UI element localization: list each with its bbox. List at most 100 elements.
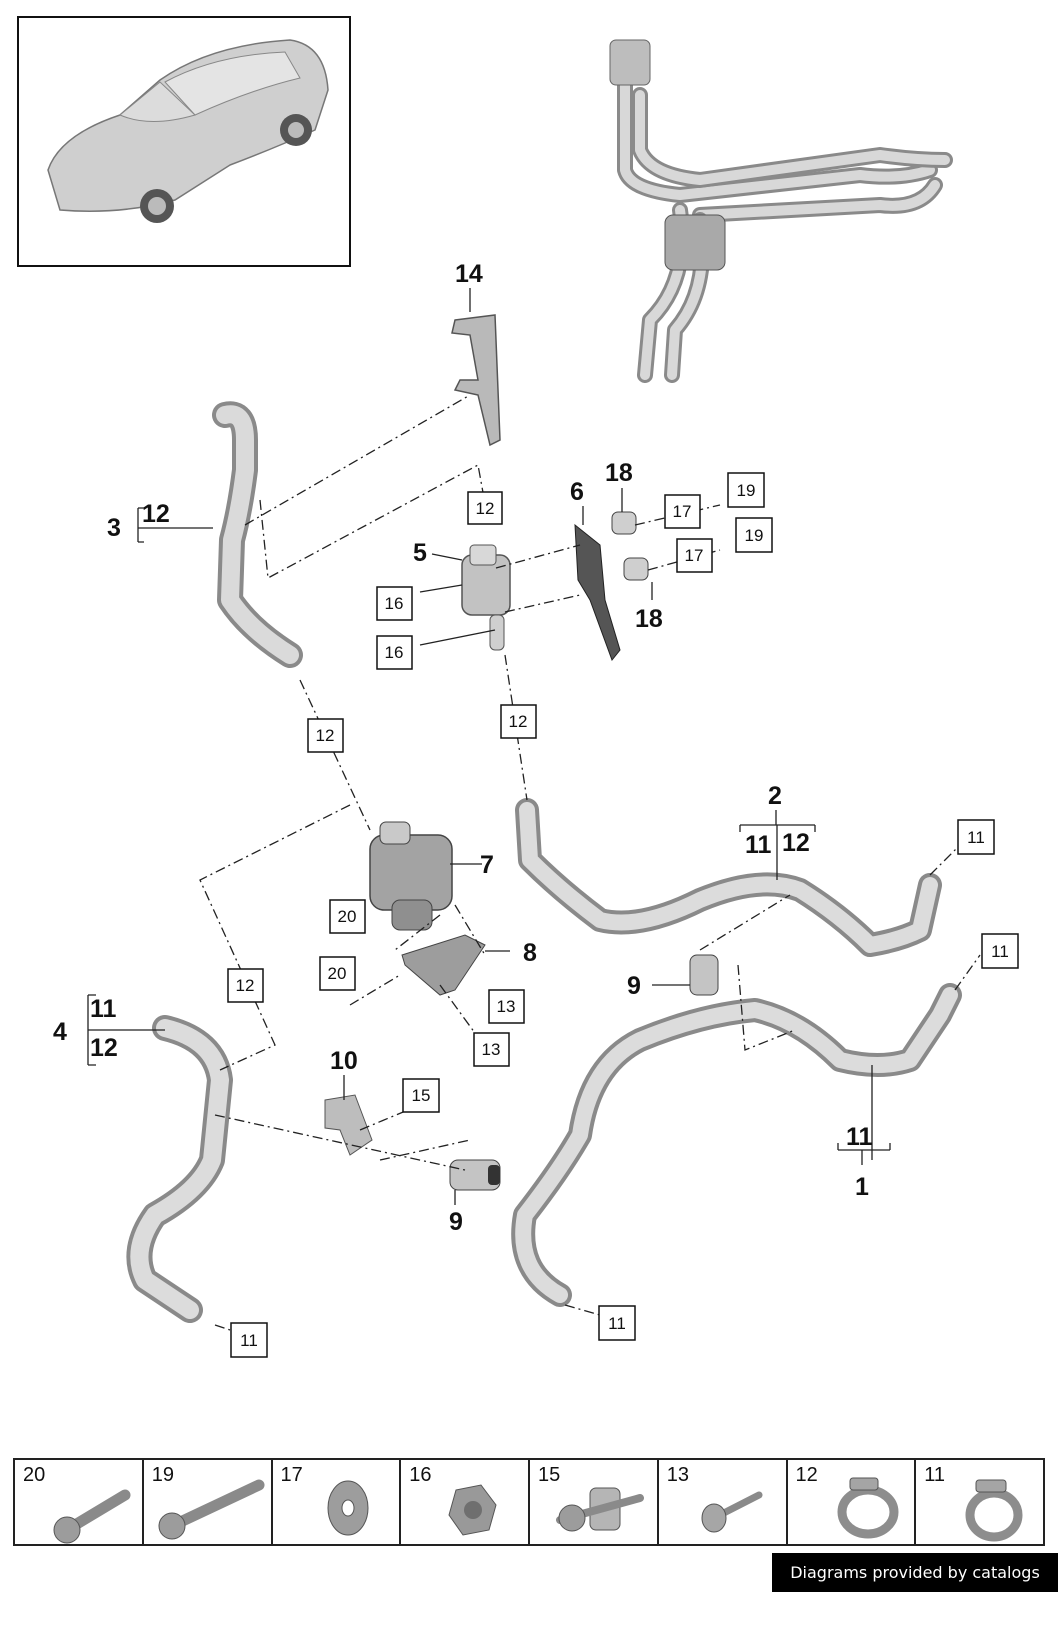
svg-text:19: 19	[745, 526, 764, 545]
svg-text:16: 16	[385, 643, 404, 662]
callout-8: 8	[523, 939, 537, 967]
legend-cell-16: 16	[401, 1460, 530, 1544]
svg-text:13: 13	[482, 1040, 501, 1059]
callout-10: 10	[330, 1047, 358, 1075]
credit-banner: Diagrams provided by catalogs parts	[772, 1553, 1058, 1621]
box-20-b: 20	[319, 956, 356, 991]
callout-1: 1	[855, 1173, 869, 1201]
pipe-3	[212, 401, 303, 668]
callout-14: 14	[455, 260, 483, 288]
callout-4-sub-b: 12	[90, 1034, 118, 1062]
legend-cell-20: 20	[15, 1460, 144, 1544]
legend-number: 20	[23, 1464, 46, 1486]
svg-text:13: 13	[497, 997, 516, 1016]
callout-9-lower: 9	[449, 1208, 463, 1236]
parts-diagram: 14 3 12 5 6 18 18 7 8 2 11 12 9 9 4 11 1…	[17, 16, 1019, 1358]
box-12-left: 12	[307, 718, 344, 753]
hardware-legend: 20 19 17 16 15 13	[13, 1458, 1045, 1546]
svg-text:12: 12	[316, 726, 335, 745]
legend-number: 15	[538, 1464, 561, 1486]
bolt-icon	[53, 1489, 131, 1544]
svg-text:11: 11	[608, 1314, 626, 1333]
callout-7: 7	[480, 851, 494, 879]
valve-5	[461, 544, 511, 651]
callout-4-sub-a: 11	[90, 995, 117, 1023]
screw-clip-icon	[556, 1487, 644, 1532]
svg-text:11: 11	[991, 942, 1009, 961]
svg-text:11: 11	[240, 1331, 258, 1350]
upper-pipe-assembly	[609, 39, 953, 383]
svg-text:20: 20	[328, 964, 347, 983]
legend-number: 12	[795, 1464, 818, 1486]
legend-cell-12: 12	[788, 1460, 917, 1544]
leader-lines	[87, 288, 891, 1205]
callout-3-sub: 12	[142, 500, 170, 528]
box-11-right-b: 11	[981, 933, 1019, 969]
callout-1-sub: 11	[846, 1123, 873, 1151]
legend-cell-11: 11	[916, 1460, 1043, 1544]
svg-text:17: 17	[673, 502, 692, 521]
callout-3: 3	[107, 514, 121, 542]
callout-18-bottom: 18	[635, 605, 663, 633]
callout-6: 6	[570, 478, 584, 506]
legend-cell-15: 15	[530, 1460, 659, 1544]
svg-text:12: 12	[476, 499, 495, 518]
box-13-a: 13	[488, 989, 525, 1024]
legend-number: 19	[151, 1464, 174, 1486]
box-11-bottom-mid: 11	[598, 1305, 636, 1341]
washer-icon	[327, 1480, 368, 1536]
callout-4: 4	[53, 1018, 67, 1046]
hose-clamp-icon	[837, 1477, 898, 1539]
pad-8	[401, 934, 486, 996]
box-19-b: 19	[735, 517, 773, 553]
svg-text:15: 15	[412, 1086, 431, 1105]
bracket-10	[324, 1094, 373, 1156]
legend-cell-19: 19	[144, 1460, 273, 1544]
legend-number: 13	[666, 1464, 689, 1486]
legend-cell-13: 13	[659, 1460, 788, 1544]
box-17-a: 17	[664, 494, 701, 529]
callout-2-sub-b: 12	[782, 829, 810, 857]
callout-9-upper: 9	[627, 972, 641, 1000]
long-bolt-icon	[158, 1479, 265, 1540]
boxed-labels: 12 16 16 17 17 19 19 12 12 20 20 13 13 1…	[227, 472, 1019, 1358]
box-19-a: 19	[727, 472, 765, 508]
pipe-4	[126, 1015, 233, 1323]
legend-number: 17	[280, 1464, 303, 1486]
box-11-bottom-left: 11	[230, 1322, 268, 1358]
screw-icon	[701, 1491, 763, 1533]
pipe-1	[511, 983, 962, 1307]
legend-number: 16	[409, 1464, 432, 1486]
svg-text:20: 20	[338, 907, 357, 926]
pipe-2	[515, 798, 942, 957]
hose-clamp-icon	[965, 1479, 1023, 1542]
box-15: 15	[402, 1078, 440, 1113]
vehicle-thumbnail	[17, 16, 351, 267]
pump-7	[369, 821, 453, 931]
callout-5: 5	[413, 539, 427, 567]
svg-text:16: 16	[385, 594, 404, 613]
box-12-top: 12	[467, 491, 503, 525]
box-12-center: 12	[500, 704, 537, 739]
svg-text:17: 17	[685, 546, 704, 565]
bracket-14	[451, 314, 501, 447]
callout-2: 2	[768, 782, 782, 810]
box-16-b: 16	[376, 635, 413, 670]
bracket-6	[574, 523, 621, 662]
callout-labels: 14 3 12 5 6 18 18 7 8 2 11 12 9 9 4 11 1…	[53, 260, 873, 1236]
clip-9-lower	[449, 1159, 501, 1191]
box-17-b: 17	[676, 538, 713, 573]
box-13-b: 13	[473, 1032, 510, 1067]
legend-cell-17: 17	[273, 1460, 402, 1544]
svg-text:12: 12	[509, 712, 528, 731]
nut-icon	[448, 1484, 497, 1536]
box-20-a: 20	[329, 899, 366, 934]
legend-number: 11	[924, 1464, 946, 1486]
callout-18-top: 18	[605, 459, 633, 487]
box-11-right-a: 11	[957, 819, 995, 855]
callout-2-sub-a: 11	[745, 831, 772, 859]
svg-text:12: 12	[236, 976, 255, 995]
box-16-a: 16	[376, 586, 413, 621]
rubber-mounts-18	[611, 511, 649, 581]
svg-text:11: 11	[967, 828, 985, 847]
